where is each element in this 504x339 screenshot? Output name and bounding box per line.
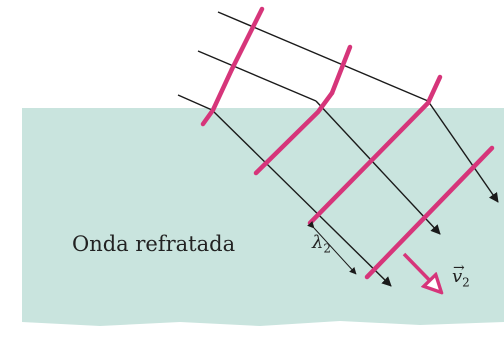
velocity-symbol: v xyxy=(452,266,463,287)
wavefront-incident xyxy=(229,6,265,72)
refracted-ray xyxy=(211,109,392,287)
wavefronts xyxy=(200,6,495,280)
incident-ray xyxy=(197,50,317,102)
wavefront-refracted xyxy=(364,145,495,280)
refracting-medium xyxy=(22,108,504,326)
wavelength-label: λ2 xyxy=(312,232,331,256)
refracted-ray xyxy=(427,100,499,203)
wavefront-refracted xyxy=(307,100,431,226)
wavelength-marker xyxy=(307,220,357,275)
wavefront-bent xyxy=(253,90,335,176)
wavelength-subscript: 2 xyxy=(323,241,332,256)
wavelength-symbol: λ xyxy=(312,232,324,253)
wavefront-incident xyxy=(329,44,353,96)
incident-ray xyxy=(177,94,213,111)
velocity-label: →v2 xyxy=(452,260,470,290)
refracted-wave-label: Onda refratada xyxy=(72,232,236,256)
incident-ray xyxy=(217,11,429,102)
wavefront-incident xyxy=(425,74,443,106)
velocity-vector xyxy=(402,252,440,291)
refracted-ray xyxy=(315,100,441,235)
vector-arrow-symbol: → xyxy=(453,260,465,276)
wavefront-bent xyxy=(200,66,235,127)
velocity-subscript: 2 xyxy=(462,275,470,290)
